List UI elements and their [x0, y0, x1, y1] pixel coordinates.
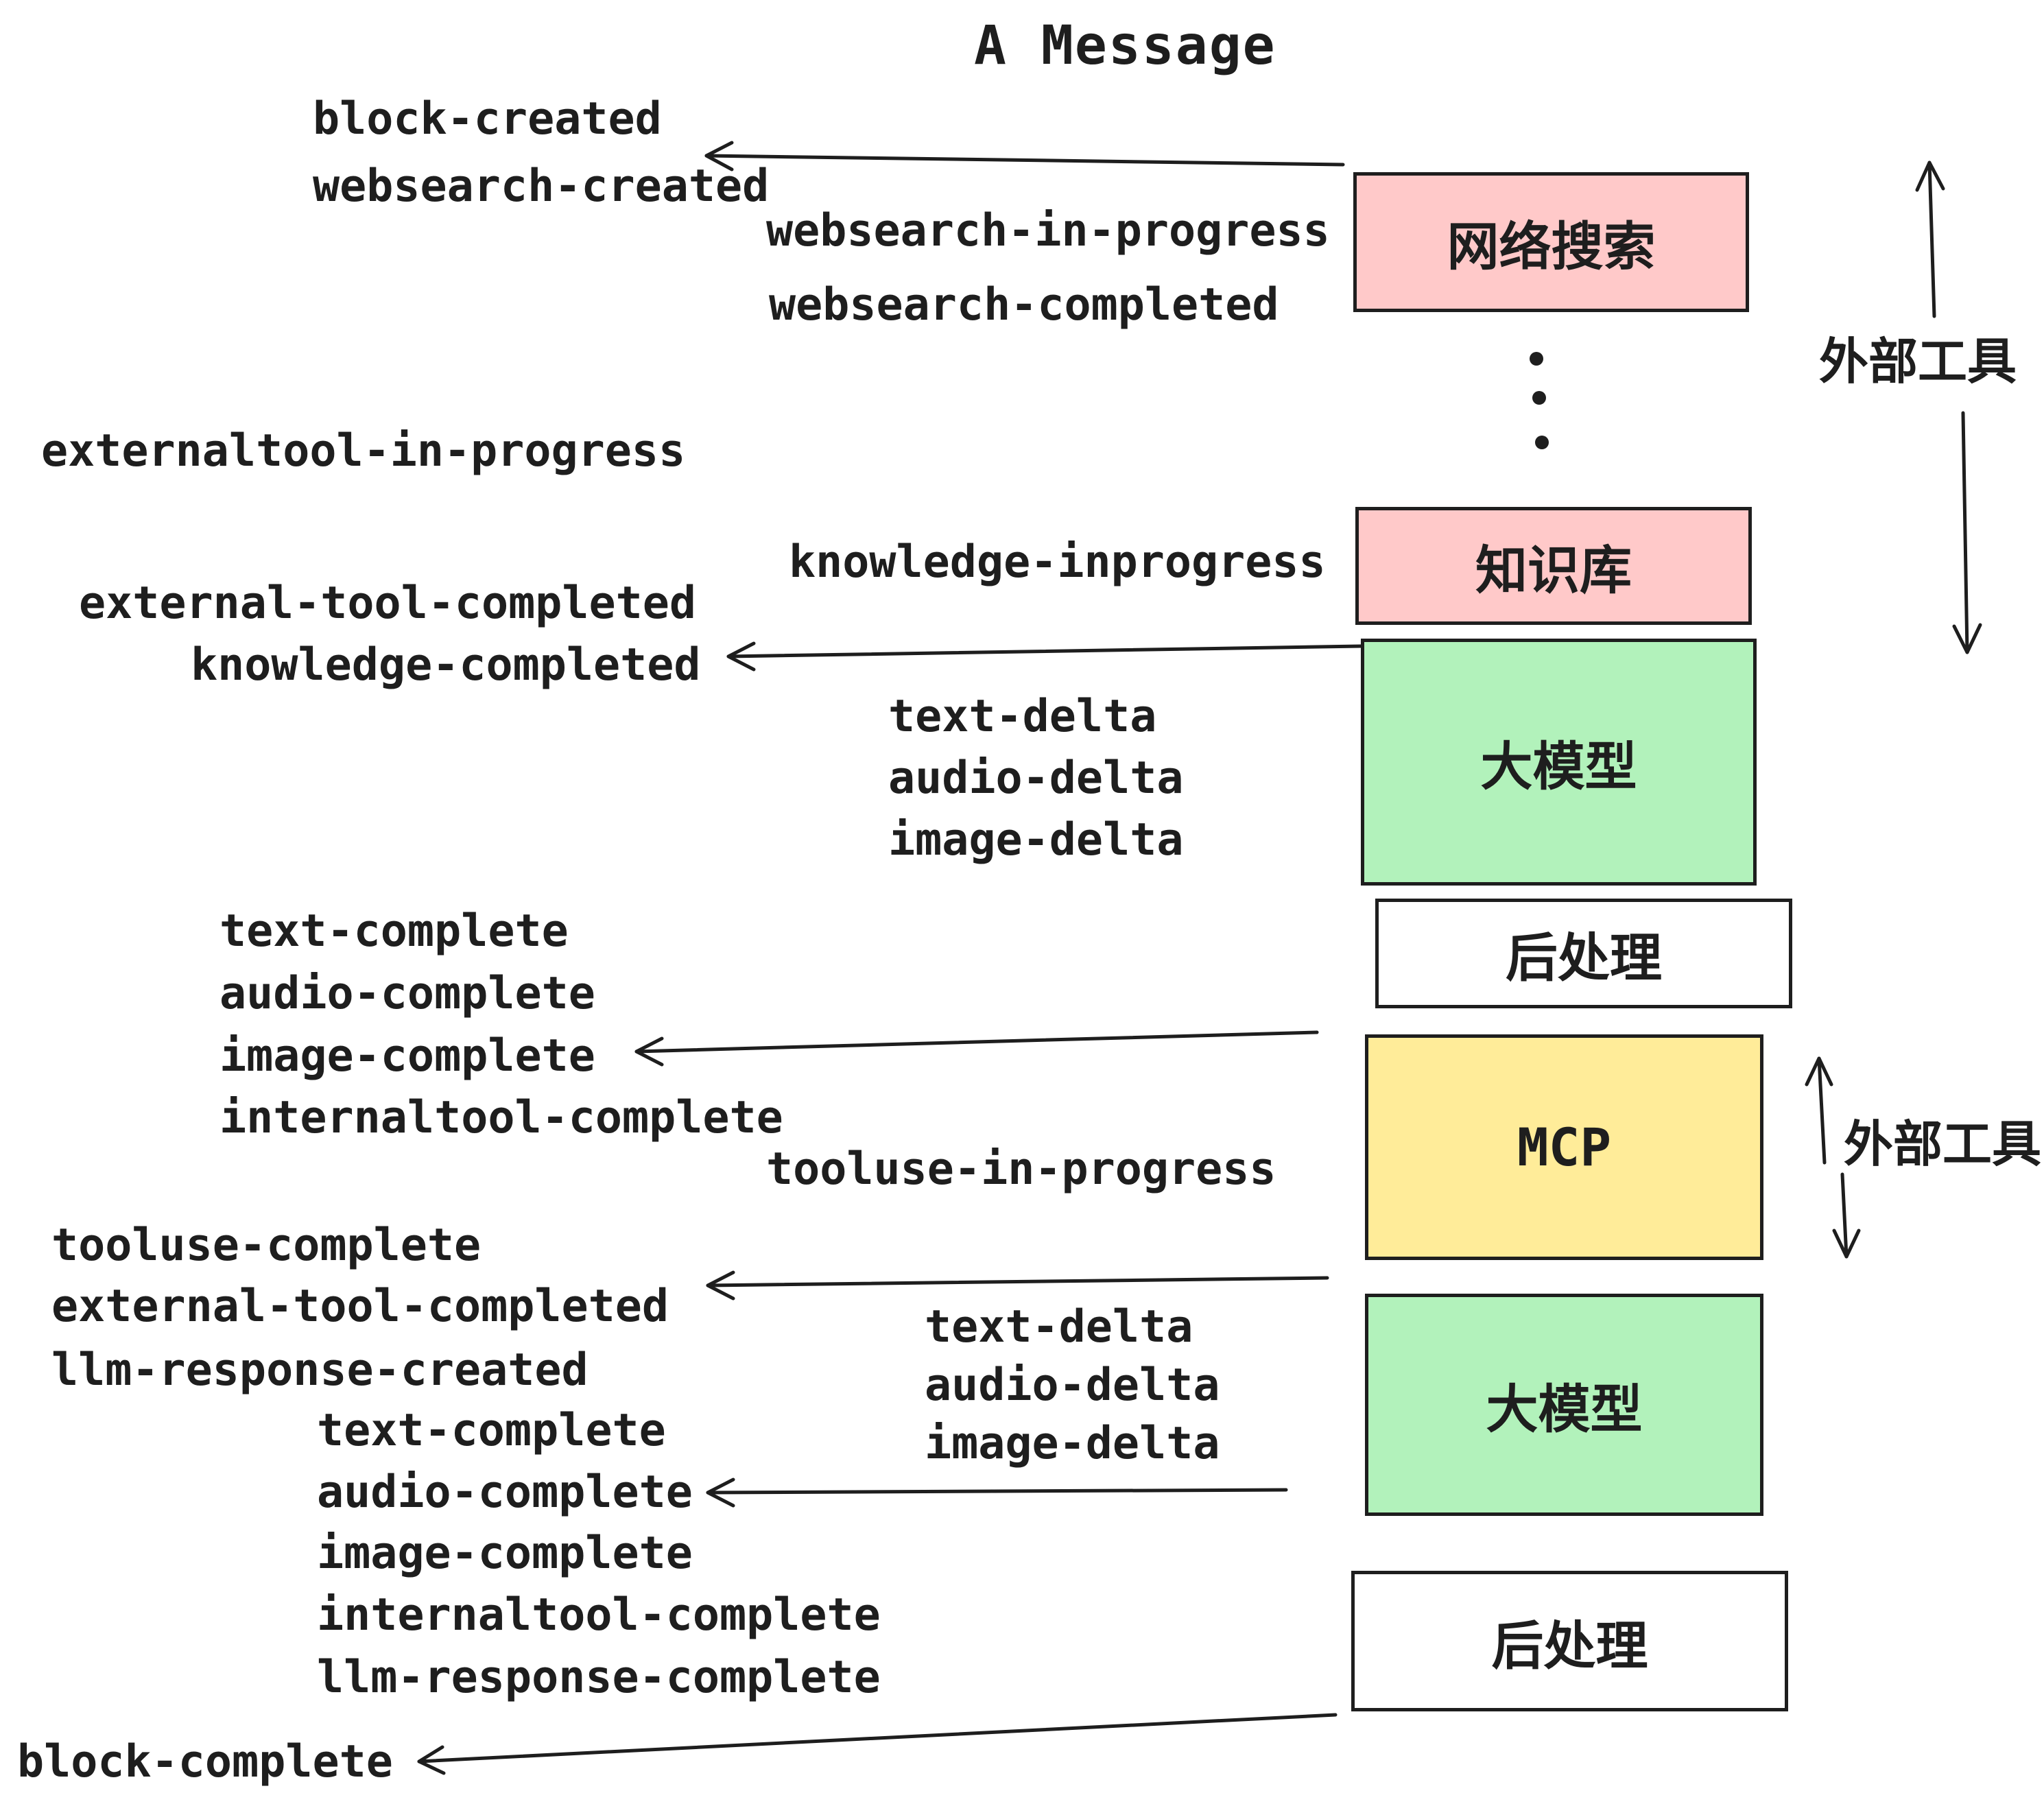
- box-llm-1: 大模型: [1361, 639, 1757, 886]
- event-label-block-complete: block-complete: [17, 1736, 393, 1788]
- event-label-websearch-completed: websearch-completed: [769, 279, 1279, 331]
- arrow-websearch-to-created: [704, 141, 1345, 171]
- box-websearch: 网络搜索: [1353, 172, 1749, 312]
- box-postprocess-1-label: 后处理: [1506, 927, 1662, 988]
- event-label-knowledge-completed: knowledge-completed: [191, 639, 701, 691]
- event-label-audio-complete-1: audio-complete: [219, 968, 595, 1019]
- arrow-postprocess2-to-block-complete: [417, 1713, 1338, 1775]
- event-label-image-complete-1: image-complete: [219, 1030, 595, 1082]
- event-label-websearch-created: websearch-created: [313, 161, 770, 212]
- external-tools-annotation-2: 外部工具: [1844, 1115, 2042, 1173]
- arrow-to-image-complete: [634, 1030, 1319, 1067]
- external-tools-2-up-arrow: [1805, 1056, 1833, 1165]
- external-tools-2-down-arrow: [1832, 1172, 1861, 1259]
- event-label-image-delta-1: image-delta: [888, 814, 1184, 866]
- box-llm-2: 大模型: [1365, 1294, 1763, 1516]
- ellipsis-dots: [1530, 352, 1549, 449]
- event-label-text-delta-2: text-delta: [925, 1301, 1193, 1353]
- arrow-mcp-to-tooluse-complete: [706, 1270, 1329, 1301]
- box-knowledge: 知识库: [1355, 507, 1752, 625]
- event-label-knowledge-inprogress: knowledge-inprogress: [789, 536, 1326, 588]
- event-label-audio-delta-2: audio-delta: [925, 1360, 1220, 1411]
- arrow-llm1-to-knowledge-completed: [726, 641, 1363, 672]
- box-llm-1-label: 大模型: [1480, 736, 1637, 797]
- event-label-externaltool-in-progress: externaltool-in-progress: [41, 425, 686, 477]
- external-tools-annotation-1: 外部工具: [1819, 333, 2017, 390]
- event-label-internaltool-complete-1: internaltool-complete: [219, 1092, 783, 1143]
- event-label-websearch-in-progress: websearch-in-progress: [766, 205, 1330, 257]
- event-label-llm-response-created: llm-response-created: [51, 1344, 589, 1396]
- box-llm-2-label: 大模型: [1486, 1379, 1643, 1440]
- event-label-image-delta-2: image-delta: [925, 1418, 1220, 1469]
- event-label-block-created: block-created: [313, 93, 662, 145]
- event-label-llm-response-complete: llm-response-complete: [317, 1652, 881, 1703]
- event-label-tooluse-in-progress: tooluse-in-progress: [766, 1143, 1276, 1195]
- diagram-title: A Message: [974, 15, 1276, 77]
- arrow-llm2-to-audio-complete: [706, 1477, 1288, 1508]
- event-label-audio-delta-1: audio-delta: [888, 752, 1184, 804]
- event-label-external-tool-completed-1: external-tool-completed: [79, 578, 697, 629]
- event-label-tooluse-complete: tooluse-complete: [51, 1220, 482, 1271]
- event-label-external-tool-completed-2: external-tool-completed: [51, 1281, 669, 1332]
- external-tools-1-down-arrow: [1952, 411, 1982, 654]
- box-postprocess-2-label: 后处理: [1491, 1615, 1648, 1676]
- box-postprocess-1: 后处理: [1375, 899, 1792, 1008]
- external-tools-1-up-arrow: [1915, 161, 1945, 318]
- box-mcp-label: MCP: [1517, 1117, 1612, 1178]
- event-label-image-complete-2: image-complete: [317, 1528, 693, 1579]
- box-knowledge-label: 知识库: [1475, 540, 1632, 601]
- event-label-audio-complete-2: audio-complete: [317, 1467, 693, 1518]
- event-label-text-complete-1: text-complete: [219, 905, 569, 957]
- box-websearch-label: 网络搜索: [1447, 216, 1656, 277]
- box-mcp: MCP: [1365, 1034, 1763, 1260]
- event-label-text-delta-1: text-delta: [888, 691, 1157, 742]
- event-label-text-complete-2: text-complete: [317, 1405, 666, 1456]
- event-label-internaltool-complete-2: internaltool-complete: [317, 1589, 881, 1641]
- box-postprocess-2: 后处理: [1351, 1571, 1788, 1711]
